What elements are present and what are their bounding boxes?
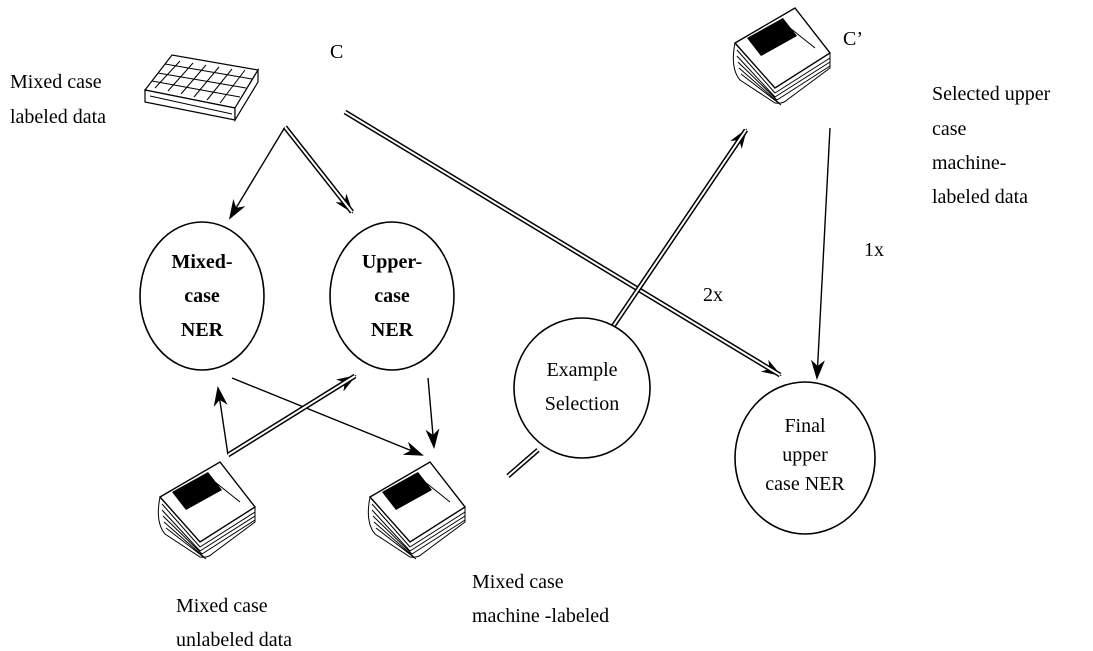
mixed-unlabeled-line-2: unlabeled data	[176, 629, 292, 651]
selected-data-stack-icon	[732, 7, 832, 106]
unlabeled-data-stack-icon	[157, 461, 257, 560]
final-ner-line-2: upper	[782, 444, 828, 466]
double-arrows	[226, 109, 782, 478]
example-selection-node: Example Selection	[513, 317, 651, 459]
arrow-upper-ner-to-machine-labeled	[425, 377, 440, 449]
mixed-labeled-line-1: Mixed case	[10, 71, 102, 93]
single-arrows	[213, 126, 831, 456]
one-x-label: 1x	[864, 239, 884, 261]
selected-line-2: case	[932, 118, 967, 140]
arrow-labeled-to-mixed-ner	[228, 126, 286, 220]
example-selection-line-2: Selection	[545, 393, 619, 415]
mixed-ner-line-3: NER	[181, 319, 224, 341]
mixed-machine-line-2: machine -labeled	[472, 605, 609, 627]
mixed-ner-line-2: case	[184, 285, 220, 307]
upper-case-ner-node: Upper- case NER	[329, 221, 455, 371]
final-ner-line-3: case NER	[765, 473, 845, 495]
arrow-mixed-ner-to-machine-labeled	[231, 377, 424, 456]
labeled-data-stack-icon	[143, 54, 259, 123]
selected-line-1: Selected upper	[932, 83, 1051, 105]
selected-line-4: labeled data	[932, 186, 1028, 208]
c-label: C	[330, 41, 343, 63]
mixed-unlabeled-line-1: Mixed case	[176, 595, 268, 617]
upper-ner-line-2: case	[374, 285, 410, 307]
upper-ner-line-1: Upper-	[362, 251, 422, 273]
mixed-unlabeled-data-label: Mixed case unlabeled data	[176, 595, 292, 651]
selected-line-3: machine-	[932, 152, 1006, 174]
machine-labeled-stack-icon	[367, 461, 467, 560]
mixed-ner-line-1: Mixed-	[171, 251, 232, 273]
final-ner-line-1: Final	[784, 415, 826, 437]
mixed-labeled-data-label: Mixed case labeled data	[10, 71, 106, 128]
mixed-machine-labeled-label: Mixed case machine -labeled	[472, 571, 609, 627]
final-upper-case-ner-node: Final upper case NER	[734, 381, 876, 535]
mixed-labeled-line-2: labeled data	[10, 106, 106, 128]
selected-data-label: Selected upper case machine- labeled dat…	[932, 83, 1051, 208]
upper-ner-line-3: NER	[371, 319, 414, 341]
arrow-c-prime-to-final	[810, 127, 831, 380]
mixed-machine-line-1: Mixed case	[472, 571, 564, 593]
two-x-label: 2x	[703, 284, 723, 306]
mixed-case-ner-node: Mixed- case NER	[139, 221, 265, 371]
example-selection-line-1: Example	[546, 359, 617, 381]
arrow-unlabeled-to-mixed-ner	[213, 386, 229, 456]
c-prime-label: C’	[843, 28, 863, 50]
